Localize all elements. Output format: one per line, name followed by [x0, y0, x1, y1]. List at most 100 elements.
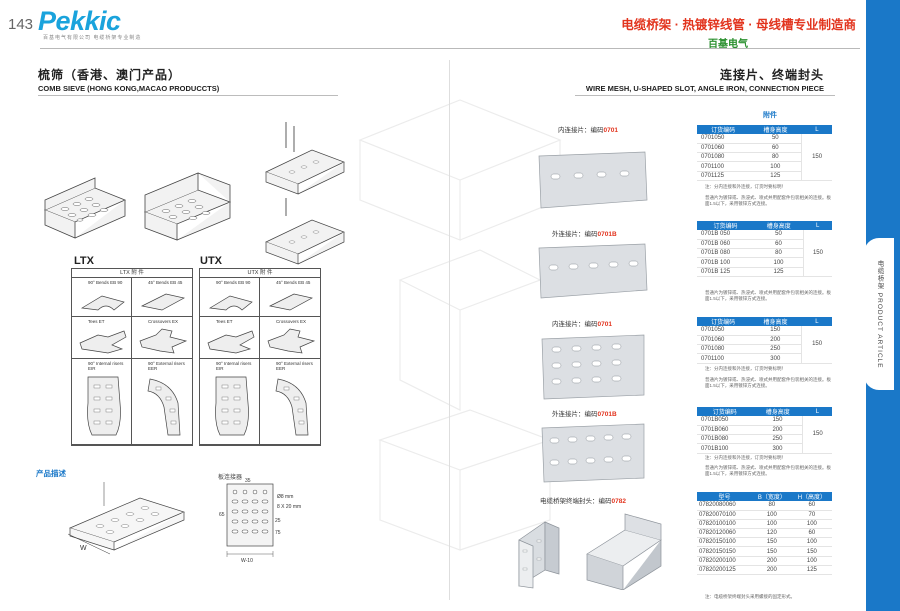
left-section-heading: 梳筛（香港、澳门产品） COMB SIEVE (HONG KONG,MACAO …	[38, 66, 219, 93]
ltx-bend-45-cell: 45° Bends EB 45	[132, 278, 192, 317]
code-suffix: 0070100	[712, 511, 736, 518]
code-prefix: 0782	[699, 511, 713, 518]
code-suffix: 125	[718, 268, 731, 275]
width-cell: 80	[751, 501, 792, 511]
code-prefix: 0782	[699, 557, 713, 564]
code-prefix: 0701	[701, 144, 715, 151]
dimension-35-label: 35	[245, 478, 251, 484]
code-suffix: 080	[718, 250, 731, 257]
dimension-65-label: 65	[219, 512, 225, 518]
code-prefix: 0701	[701, 336, 715, 343]
part-label-code: 0701	[597, 321, 612, 328]
table-header-cell: B（宽度）	[751, 492, 792, 501]
table-header-cell: 槽身高度	[754, 221, 804, 230]
dimension-w10-label: W-10	[241, 558, 253, 564]
page-gutter	[449, 60, 450, 600]
part-label-prefix: 外连接片：编码	[552, 411, 598, 418]
internal-riser-icon	[87, 376, 121, 436]
height-cell: 100	[754, 257, 804, 268]
page-number: 143	[8, 16, 34, 33]
accessory-caption: Tees ET	[88, 319, 105, 324]
right-title-en: WIRE MESH, U-SHAPED SLOT, ANGLE IRON, CO…	[585, 84, 824, 93]
table-header-cell: 型号	[697, 492, 752, 501]
utx-tee-cell: Tees ET	[200, 317, 260, 359]
external-riser-icon	[275, 378, 309, 436]
code-prefix: 0701B	[701, 231, 719, 238]
code-suffix: 080	[714, 346, 725, 353]
header-brand: 百基电气	[708, 39, 748, 50]
code-prefix: 0782	[699, 548, 713, 555]
code-prefix: 0701	[701, 346, 715, 353]
height-cell: 80	[749, 152, 802, 163]
side-chapter-tab: 电缆桥架 PRODUCT ARTICLE	[864, 238, 894, 390]
bend-90-icon	[208, 295, 253, 311]
bend-45-icon	[140, 293, 185, 311]
note-text: 注：分内连接和外连接，订货时要标明！	[705, 455, 786, 460]
utx-internal-riser-cell: 90° Internal risers EIR	[200, 359, 260, 445]
accessory-caption: 90° Internal risers EIR	[216, 361, 252, 371]
table-header-cell: 订货编码	[697, 221, 755, 230]
code-suffix: 0150100	[712, 539, 736, 546]
ltx-crossover-cell: Crossovers EX	[132, 317, 192, 359]
part-label-prefix: 内连接片：编码	[552, 321, 598, 328]
height-cell: 50	[749, 134, 802, 144]
accessory-caption: 45° Bends EB 45	[148, 280, 183, 285]
height-cell: 250	[752, 434, 803, 445]
ltx-bend-90-cell: 90° Bends EB 90	[72, 278, 132, 317]
utx-table-title: UTX 附 件	[200, 269, 320, 278]
part-label-prefix: 内连接片：编码	[558, 127, 604, 134]
company-logo: Pekkic	[38, 6, 121, 36]
note-text: 注：电缆桥架终端封头采用螺接的固定形式。	[705, 594, 795, 599]
width-cell: 200	[751, 556, 792, 566]
dimension-w-label: W	[80, 545, 87, 552]
note-text: 普通片为镀锌或、热浸式、喷式并用配套件包装相关的连接。板面1.5以下，采用镀锌方…	[705, 465, 831, 476]
right-title-cn: 连接片、终端封头	[719, 68, 824, 82]
code-suffix: 060	[714, 144, 725, 151]
accessory-caption: Tees ET	[216, 319, 233, 324]
table-header-cell: 槽身高度	[749, 317, 802, 326]
connector-label: 板连接器	[218, 475, 243, 481]
part-label-outer-0701b: 外连接片：编码0701B	[552, 228, 617, 238]
accessory-caption: 45° Bends EB 45	[276, 280, 311, 285]
code-prefix: 0782	[699, 530, 713, 537]
code-prefix: 0701B	[701, 417, 719, 424]
utx-external-riser-cell: 90° External risers EER	[260, 359, 320, 445]
right-heading-rule	[575, 95, 835, 96]
code-prefix: 0701	[701, 163, 714, 170]
code-prefix: 0701	[701, 172, 714, 179]
utx-bend-90-cell: 90° Bends EB 90	[200, 278, 260, 317]
height-cell: 300	[749, 353, 802, 364]
code-prefix: 0701	[701, 355, 714, 362]
end-cap-image	[518, 513, 662, 590]
height-cell: 150	[752, 416, 803, 426]
table-header-cell: 槽身高度	[752, 407, 803, 416]
code-suffix: 050	[718, 231, 731, 238]
table-header-cell: L	[802, 407, 832, 416]
code-suffix: 0200125	[712, 566, 736, 573]
table-header-cell: L	[803, 221, 832, 230]
outer-plate-image-1	[538, 243, 648, 299]
code-suffix: 100	[718, 259, 731, 266]
note-text: 普通片为镀锌或、热浸式、喷式并用配套件包装相关的连接。板面1.5以下，采用镀锌方…	[705, 290, 831, 301]
code-suffix: 050	[718, 417, 729, 424]
table-header-cell: 槽身高度	[749, 125, 802, 134]
bend-45-icon	[268, 293, 313, 311]
table-header-cell: L	[801, 125, 832, 134]
